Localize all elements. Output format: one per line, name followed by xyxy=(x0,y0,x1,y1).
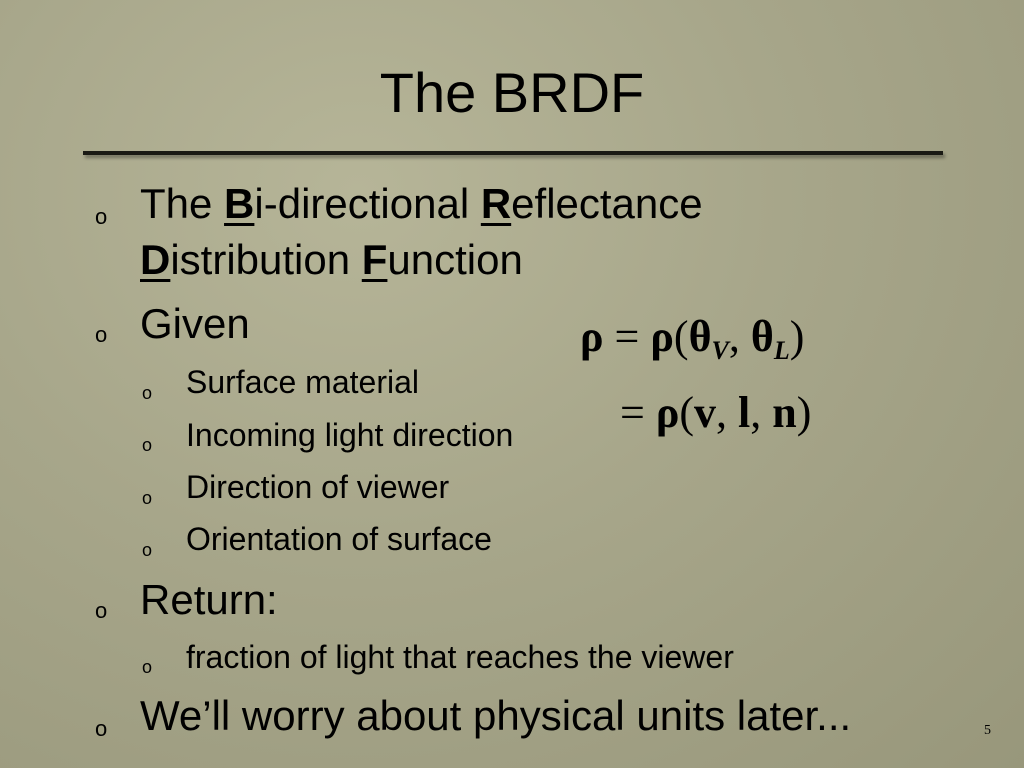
sub-bullet-item: Direction of viewer xyxy=(186,469,450,505)
emphasis-letter: D xyxy=(140,236,171,283)
text-segment: eflectance xyxy=(511,180,703,227)
text-segment: istribution xyxy=(170,236,362,283)
text-segment: i-directional xyxy=(254,180,481,227)
bullet-item-given: Given xyxy=(140,300,250,347)
formula-symbol: l xyxy=(738,388,751,437)
page-number: 5 xyxy=(984,723,991,738)
sub-bullet-marker: o xyxy=(142,488,153,508)
formula-symbol: θ xyxy=(688,312,712,361)
sub-bullet-marker: o xyxy=(142,657,153,677)
formula-subscript: V xyxy=(711,336,729,365)
formula-symbol: = xyxy=(614,312,640,361)
formula-symbol: v xyxy=(694,388,717,437)
formula-symbol: ρ xyxy=(650,312,674,361)
bullet-marker: o xyxy=(95,322,108,347)
formula-symbol: = xyxy=(620,388,645,437)
bullet-marker: o xyxy=(95,598,108,623)
sub-bullet-marker: o xyxy=(142,435,153,455)
sub-bullet-item: Surface material xyxy=(186,364,419,400)
bullet-marker: o xyxy=(95,716,108,741)
formula-symbol: ρ xyxy=(580,312,604,361)
formula-subscript: L xyxy=(773,336,790,365)
emphasis-letter: B xyxy=(224,180,255,227)
sub-bullet-marker: o xyxy=(142,383,153,403)
bullet-item-definition-line2: Distribution Function xyxy=(140,234,523,286)
sub-bullet-marker: o xyxy=(142,540,153,560)
text-segment: unction xyxy=(387,236,523,283)
bullet-item-return: Return: xyxy=(140,576,278,623)
sub-bullet-item: fraction of light that reaches the viewe… xyxy=(186,639,734,675)
emphasis-letter: R xyxy=(480,180,512,227)
brdf-formula-line2: = ρ(v, l, n) xyxy=(620,388,812,437)
formula-symbol: θ xyxy=(750,312,774,361)
emphasis-letter: F xyxy=(361,236,388,283)
bullet-marker: o xyxy=(95,204,108,229)
text-segment: The xyxy=(140,180,225,227)
brdf-formula-line1: ρ = ρ(θV, θL) xyxy=(580,312,805,365)
slide-title: The BRDF xyxy=(379,61,645,124)
title-divider xyxy=(83,151,943,155)
bullet-item-units: We’ll worry about physical units later..… xyxy=(140,692,852,739)
formula-symbol: n xyxy=(772,388,797,437)
bullet-item-definition-line1: The Bi-directional Reflectance xyxy=(140,178,703,230)
formula-symbol: ρ xyxy=(655,388,680,437)
sub-bullet-item: Orientation of surface xyxy=(186,521,492,557)
sub-bullet-item: Incoming light direction xyxy=(186,417,514,453)
